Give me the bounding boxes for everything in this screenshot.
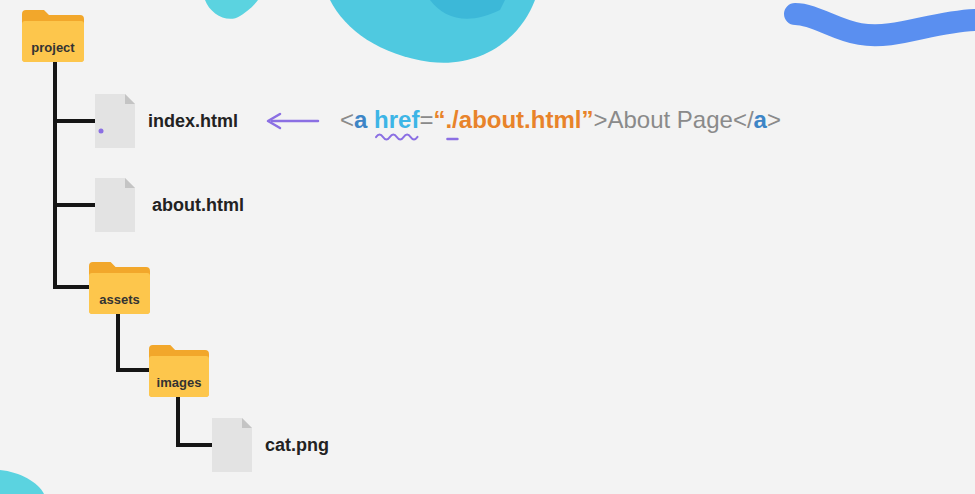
file-fold (242, 418, 252, 428)
tree-line (178, 397, 212, 445)
folder-node: assets (89, 260, 150, 314)
code-token: = (419, 106, 433, 133)
underline-mark (447, 138, 457, 141)
code-token: > (767, 106, 781, 133)
folder-front (89, 273, 150, 314)
tree-line (55, 62, 95, 205)
folder-front (22, 21, 84, 62)
folder-name: images (157, 375, 202, 390)
blob (330, 0, 535, 63)
file-label: index.html (148, 111, 238, 132)
blob (430, 0, 505, 19)
file-name: index.html (148, 111, 238, 132)
file-icon (95, 178, 135, 232)
tree-line (55, 62, 95, 121)
code-token: < (340, 106, 354, 133)
code-token: “./about.html” (433, 106, 593, 133)
file-node: index.html (95, 94, 243, 148)
code-token: a (354, 106, 367, 133)
tree-line (118, 314, 149, 370)
marker-dot (99, 129, 104, 134)
code-token: href (374, 106, 419, 133)
file-name: about.html (152, 195, 244, 216)
folder-node: project (22, 8, 84, 62)
file-icon (95, 94, 135, 148)
blob (0, 470, 44, 494)
tree-line (55, 62, 89, 287)
file-node: cat.png (212, 418, 334, 472)
file-fold (125, 94, 135, 104)
file-page (95, 178, 135, 232)
squiggle-mark (376, 135, 417, 140)
blob (205, 0, 258, 19)
pointer-arrow (272, 120, 318, 123)
code-token: a (754, 106, 767, 133)
file-page (212, 418, 252, 472)
pointer-arrowhead (268, 114, 280, 128)
file-node: about.html (95, 178, 248, 232)
code-token: >About Page</ (593, 106, 753, 133)
file-fold (125, 178, 135, 188)
folder-back (149, 345, 209, 397)
file-label: cat.png (265, 435, 329, 456)
folder-back (89, 262, 150, 314)
code-snippet: <ahref=“./about.html”>About Page</a> (340, 106, 781, 134)
file-icon (212, 418, 252, 472)
folder-front (149, 356, 209, 397)
folder-node: images (149, 343, 209, 397)
file-label: about.html (152, 195, 244, 216)
band (795, 14, 975, 35)
folder-back (22, 10, 84, 62)
file-name: cat.png (265, 435, 329, 456)
file-page (95, 94, 135, 148)
folder-name: project (31, 40, 74, 55)
folder-name: assets (99, 292, 139, 307)
